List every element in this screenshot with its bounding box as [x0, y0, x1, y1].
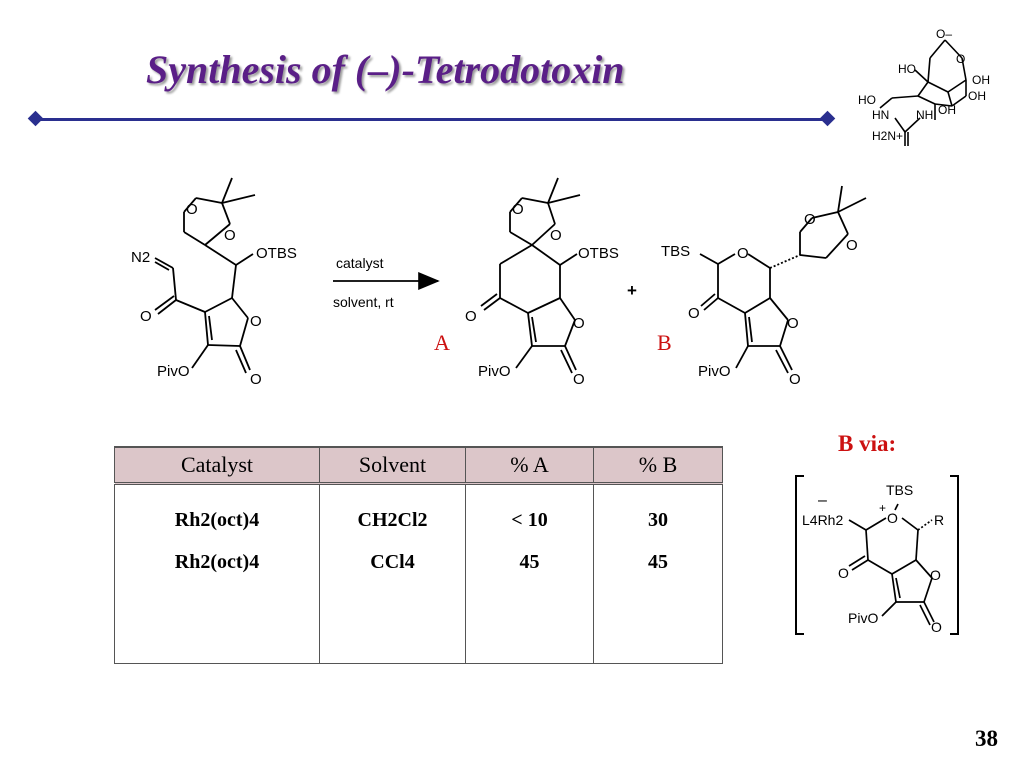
sm-acetal-o-2: O — [224, 227, 236, 244]
pct-a-column: < 10 45 — [465, 483, 594, 664]
via-ring-o: O — [930, 567, 941, 583]
sm-ring-o: O — [250, 313, 262, 330]
page-number: 38 — [975, 726, 998, 751]
ttx-label-hn: HN — [872, 108, 889, 122]
via-minus-charge: – — [818, 492, 827, 509]
arrow-solvent-label: solvent, rt — [333, 294, 394, 310]
a-otbs-label: OTBS — [578, 245, 619, 262]
via-r-label: R — [934, 512, 944, 528]
ttx-label-o-minus: O– — [936, 27, 952, 41]
via-title: B via: — [838, 431, 897, 456]
via-carbonyl-o: O — [931, 619, 942, 635]
table-header-row: Catalyst Solvent % A % B — [114, 447, 723, 484]
catalyst-cell: Rh2(oct)4 — [174, 551, 260, 573]
sm-otbs-label: OTBS — [256, 245, 297, 262]
ttx-label-o: O — [956, 52, 965, 66]
title-rule — [38, 118, 828, 121]
via-ylide-o: O — [887, 510, 898, 526]
b-ring-o: O — [787, 315, 799, 332]
catalyst-column: Rh2(oct)4 Rh2(oct)4 — [114, 483, 320, 664]
pct-a-cell: 45 — [519, 551, 540, 573]
a-acetal-o-2: O — [550, 227, 562, 244]
via-keto-o: O — [838, 565, 849, 581]
table-row: Rh2(oct)4 Rh2(oct)4 CH2Cl2 CCl4 < 10 45 … — [114, 483, 723, 664]
via-plus-charge: + — [879, 501, 886, 515]
product-b-label: B — [657, 330, 672, 355]
a-keto-o: O — [465, 308, 477, 325]
rule-left-diamond — [27, 110, 44, 127]
ttx-label-nh: NH — [916, 108, 933, 122]
via-pivo-label: PivO — [848, 610, 878, 626]
sm-carbonyl-o: O — [250, 371, 262, 388]
ttx-label-oh-2: OH — [968, 89, 986, 103]
pct-b-cell: 45 — [648, 551, 668, 573]
catalyst-cell: Rh2(oct)4 — [174, 509, 260, 531]
header-catalyst: Catalyst — [114, 447, 320, 484]
solvent-cell: CCl4 — [370, 551, 415, 573]
sm-keto-o: O — [140, 308, 152, 325]
slide-title: Synthesis of (–)-Tetrodotoxin — [146, 47, 625, 92]
b-carbonyl-o: O — [789, 371, 801, 388]
via-tbs-label: TBS — [886, 482, 913, 498]
ttx-label-h2n: H2N+ — [872, 129, 903, 143]
b-acetal-o-2: O — [846, 237, 858, 254]
rule-right-diamond — [819, 110, 836, 127]
a-ring-o: O — [573, 315, 585, 332]
plus-sign: + — [627, 281, 637, 300]
ttx-label-oh-3: OH — [938, 103, 956, 117]
b-keto-o: O — [688, 305, 700, 322]
sm-acetal-o-1: O — [186, 201, 198, 218]
ttx-label-ho-2: HO — [858, 93, 876, 107]
header-solvent: Solvent — [319, 447, 466, 484]
a-acetal-o-1: O — [512, 201, 524, 218]
via-rh-label: L4Rh2 — [802, 512, 843, 528]
product-a-label: A — [434, 330, 450, 355]
a-pivo-label: PivO — [478, 363, 511, 380]
arrow-catalyst-label: catalyst — [336, 255, 384, 271]
sm-pivo-label: PivO — [157, 363, 190, 380]
header-pct-a: % A — [465, 447, 594, 484]
header-pct-b: % B — [593, 447, 723, 484]
solvent-cell: CH2Cl2 — [357, 509, 428, 531]
pct-a-cell: < 10 — [511, 509, 548, 531]
b-tbs-label: TBS — [661, 243, 690, 260]
a-carbonyl-o: O — [573, 371, 585, 388]
ttx-label-ho-1: HO — [898, 62, 916, 76]
pct-b-cell: 30 — [648, 509, 668, 531]
b-pyran-o: O — [737, 245, 749, 262]
ttx-label-oh-1: OH — [972, 73, 990, 87]
results-table: Catalyst Solvent % A % B Rh2(oct)4 Rh2(o… — [114, 446, 723, 664]
sm-n2-label: N2 — [131, 249, 150, 266]
solvent-column: CH2Cl2 CCl4 — [319, 483, 466, 664]
b-pivo-label: PivO — [698, 363, 731, 380]
b-acetal-o-1: O — [804, 211, 816, 228]
pct-b-column: 30 45 — [594, 484, 723, 664]
